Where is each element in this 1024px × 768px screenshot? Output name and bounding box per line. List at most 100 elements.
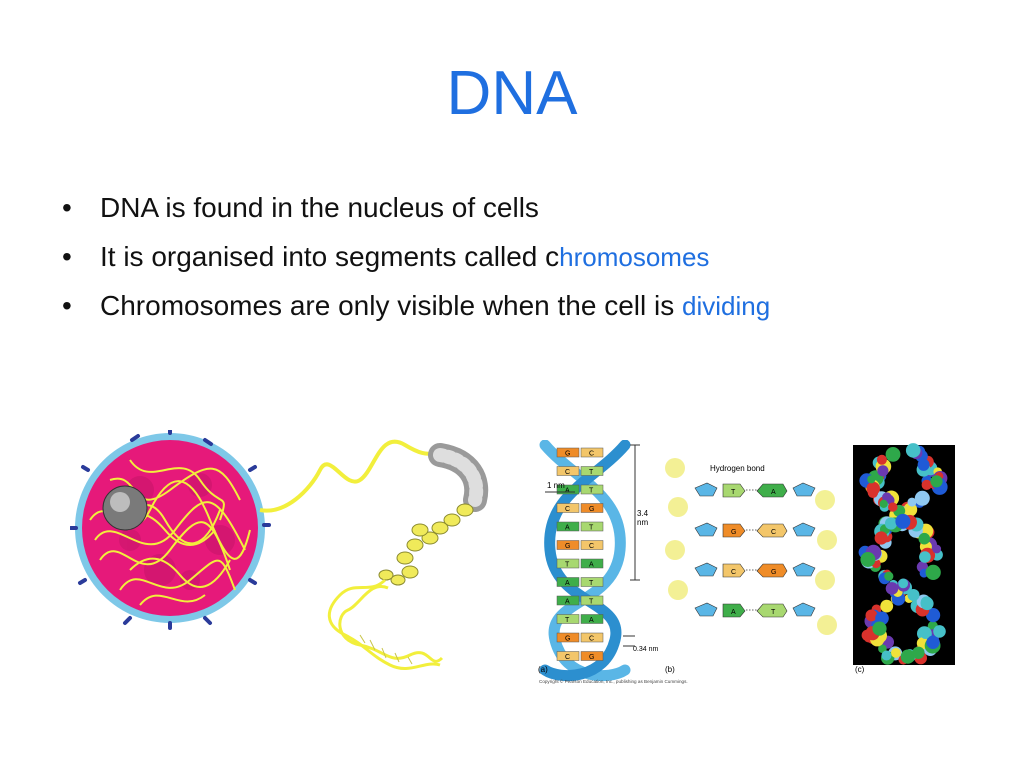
- atom-sphere: [884, 517, 898, 530]
- bullet-text: DNA is found in the nucleus of cells: [100, 192, 539, 223]
- atom-sphere: [880, 599, 894, 613]
- atom-sphere: [885, 447, 901, 462]
- dim-3-4-label: 3.4: [637, 509, 649, 518]
- atom-sphere: [876, 454, 887, 465]
- base-letter: T: [731, 489, 736, 496]
- base-letter: A: [589, 617, 594, 624]
- atom-sphere: [925, 564, 941, 580]
- bullet-highlight: hromosomes: [559, 242, 710, 272]
- dim-3-4-unit: nm: [637, 518, 648, 527]
- atom-sphere: [907, 497, 917, 507]
- base-right: [580, 521, 604, 532]
- bullet-list: • DNA is found in the nucleus of cells •…: [58, 186, 770, 333]
- base-left: [556, 558, 580, 569]
- base-right: [580, 540, 604, 550]
- atom-sphere: [891, 648, 901, 658]
- base-letter: G: [771, 569, 776, 576]
- atom-sphere: [881, 650, 892, 661]
- panel-c-label: (c): [855, 665, 865, 674]
- nuclear-pores: [70, 430, 271, 630]
- base-letter: A: [565, 580, 570, 587]
- base-letter: G: [589, 654, 594, 661]
- atom-sphere: [920, 630, 930, 639]
- atom-sphere: [933, 625, 946, 638]
- bullet-highlight: dividing: [682, 291, 771, 321]
- base-letter: T: [771, 609, 776, 616]
- base-left: [556, 466, 580, 476]
- base-letter: C: [565, 654, 570, 661]
- base-ring: [722, 563, 746, 578]
- sugar-ring: [792, 522, 816, 537]
- atom-sphere: [926, 608, 941, 623]
- bullet-item: • Chromosomes are only visible when the …: [58, 284, 770, 333]
- base-left: [556, 595, 580, 606]
- atom-sphere: [921, 479, 932, 490]
- base-left: [556, 484, 580, 495]
- base-right: [580, 632, 604, 643]
- space-filling-atoms: [858, 443, 948, 665]
- base-ring: [722, 483, 746, 498]
- atom-sphere: [926, 635, 940, 649]
- base-letter: A: [565, 599, 570, 606]
- bullet-item: • DNA is found in the nucleus of cells: [58, 186, 770, 235]
- atom-sphere: [885, 582, 899, 595]
- atom-sphere: [877, 465, 889, 477]
- base-letter: G: [589, 506, 594, 513]
- base-letter: C: [731, 569, 736, 576]
- dim-0-34nm-label: 0.34 nm: [633, 646, 658, 653]
- atom-sphere: [879, 499, 888, 508]
- base-letter: G: [731, 529, 736, 536]
- panel-a-label: (a): [538, 665, 548, 674]
- base-letter: T: [589, 599, 594, 606]
- sugar-ring: [694, 482, 718, 497]
- base-left: [556, 503, 580, 513]
- base-ring: [722, 523, 746, 538]
- base-letter: T: [589, 525, 594, 532]
- base-right: [580, 577, 604, 587]
- atom-sphere: [872, 621, 887, 636]
- panel-b-label: (b): [665, 665, 675, 674]
- base-right: [580, 614, 604, 624]
- atom-sphere: [884, 571, 894, 581]
- base-left: [556, 447, 580, 458]
- atom-sphere: [878, 644, 887, 653]
- base-letter: C: [771, 529, 776, 536]
- atom-sphere: [918, 532, 931, 545]
- dim-1nm-label: 1 nm: [547, 481, 565, 490]
- base-left: [556, 521, 580, 532]
- sugar-ring: [694, 602, 718, 617]
- sugar-ring: [792, 602, 816, 617]
- base-letter: G: [565, 636, 570, 643]
- bullet-symbol: •: [62, 241, 72, 272]
- copyright-note: Copyright © Pearson Education, Inc., pub…: [539, 678, 688, 684]
- bullet-symbol: •: [62, 192, 72, 223]
- atom-sphere: [860, 552, 876, 567]
- atom-sphere: [917, 458, 930, 471]
- base-letter: A: [565, 488, 570, 495]
- base-left: [556, 614, 580, 624]
- chromatin-fiber: [259, 439, 441, 513]
- sugar-ring: [792, 562, 816, 577]
- base-right: [580, 558, 604, 569]
- base-left: [556, 632, 580, 643]
- base-letter: C: [565, 506, 570, 513]
- base-letter: G: [565, 543, 570, 550]
- base-right: [580, 595, 604, 606]
- sugar-ring: [792, 482, 816, 497]
- base-letter: C: [589, 451, 594, 458]
- sugar-ring: [694, 562, 718, 577]
- base-ring: [756, 603, 788, 618]
- base-letter: A: [565, 525, 570, 532]
- base-ring: [756, 523, 788, 538]
- nucleosome-beads: [378, 503, 474, 586]
- atom-sphere: [866, 481, 880, 496]
- base-ring: [756, 483, 788, 498]
- base-letter: T: [589, 469, 594, 476]
- atom-sphere: [874, 531, 888, 545]
- base-letter: G: [565, 451, 570, 458]
- base-letter: C: [589, 636, 594, 643]
- base-ring: [722, 603, 746, 618]
- base-ring: [756, 563, 788, 578]
